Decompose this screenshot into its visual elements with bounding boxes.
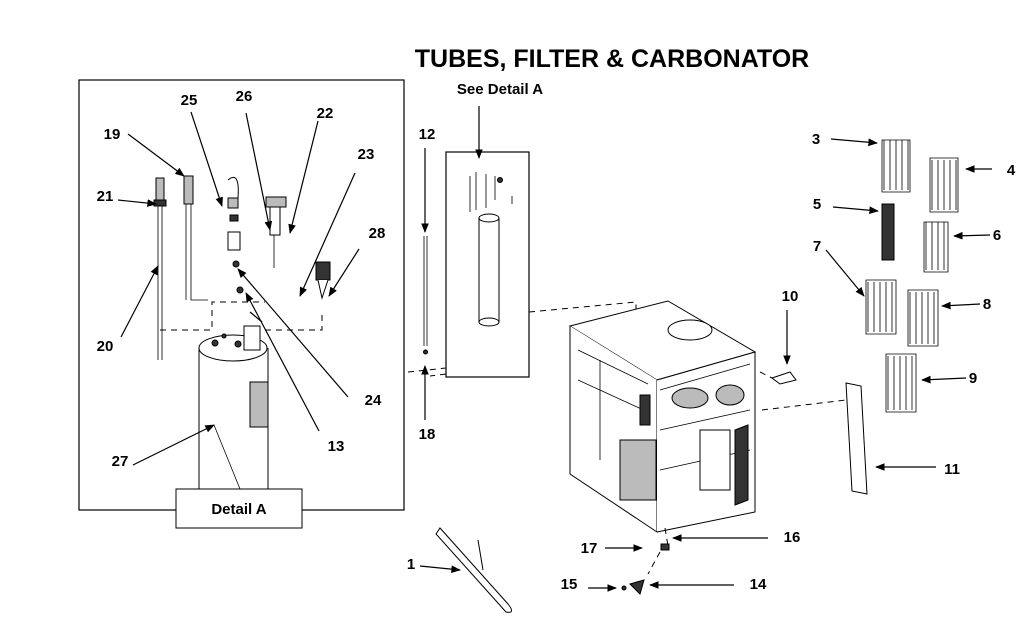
fitting-10	[770, 371, 797, 385]
callout-9: 9	[969, 370, 977, 387]
callout-11: 11	[944, 461, 960, 478]
detail-a-panel: Detail A	[78, 79, 405, 529]
callout-12: 12	[419, 126, 436, 143]
callout-5: 5	[813, 196, 821, 213]
coil-8	[907, 289, 939, 347]
fitting-14	[629, 579, 645, 595]
callout-17: 17	[581, 540, 598, 557]
callout-13: 13	[328, 438, 345, 455]
callout-6: 6	[993, 227, 1001, 244]
coil-3	[881, 139, 911, 193]
callout-1: 1	[407, 556, 415, 573]
check-valve-22	[265, 196, 287, 268]
coil-9	[885, 353, 917, 413]
callout-23: 23	[358, 146, 375, 163]
callout-24: 24	[365, 392, 382, 409]
carbonator-tank	[198, 325, 269, 491]
coil-6	[923, 221, 949, 273]
probe-19	[183, 175, 208, 301]
callout-16: 16	[784, 529, 801, 546]
detail-a-label-box	[175, 488, 303, 529]
fitting-28	[315, 261, 331, 281]
callout-21: 21	[97, 188, 114, 205]
callout-20: 20	[97, 338, 114, 355]
tube-1	[435, 527, 512, 613]
callout-26: 26	[236, 88, 253, 105]
panel-11	[845, 382, 868, 495]
callout-8: 8	[983, 296, 991, 313]
tube-12-18	[423, 236, 428, 355]
washer-15	[621, 585, 627, 591]
coil-7	[865, 279, 897, 335]
probe-21	[153, 177, 167, 360]
callout-18: 18	[419, 426, 436, 443]
callout-25: 25	[181, 92, 198, 109]
callout-3: 3	[812, 131, 820, 148]
callout-10: 10	[782, 288, 799, 305]
see-detail-a-panel	[445, 151, 530, 378]
drain-fitting-16	[660, 543, 670, 551]
see-detail-a-label: See Detail A	[457, 81, 543, 98]
callout-14: 14	[750, 576, 767, 593]
callout-27: 27	[112, 453, 129, 470]
dispenser-unit	[568, 300, 757, 533]
callout-15: 15	[561, 576, 578, 593]
detail-a-label: Detail A	[211, 501, 266, 518]
coil-5	[881, 203, 895, 261]
coil-4	[929, 157, 959, 213]
callout-4: 4	[1007, 162, 1016, 179]
callout-28: 28	[369, 225, 386, 242]
callout-22: 22	[317, 105, 334, 122]
callout-7: 7	[813, 238, 821, 255]
callout-19: 19	[104, 126, 121, 143]
diagram-title: TUBES, FILTER & CARBONATOR	[415, 45, 809, 73]
